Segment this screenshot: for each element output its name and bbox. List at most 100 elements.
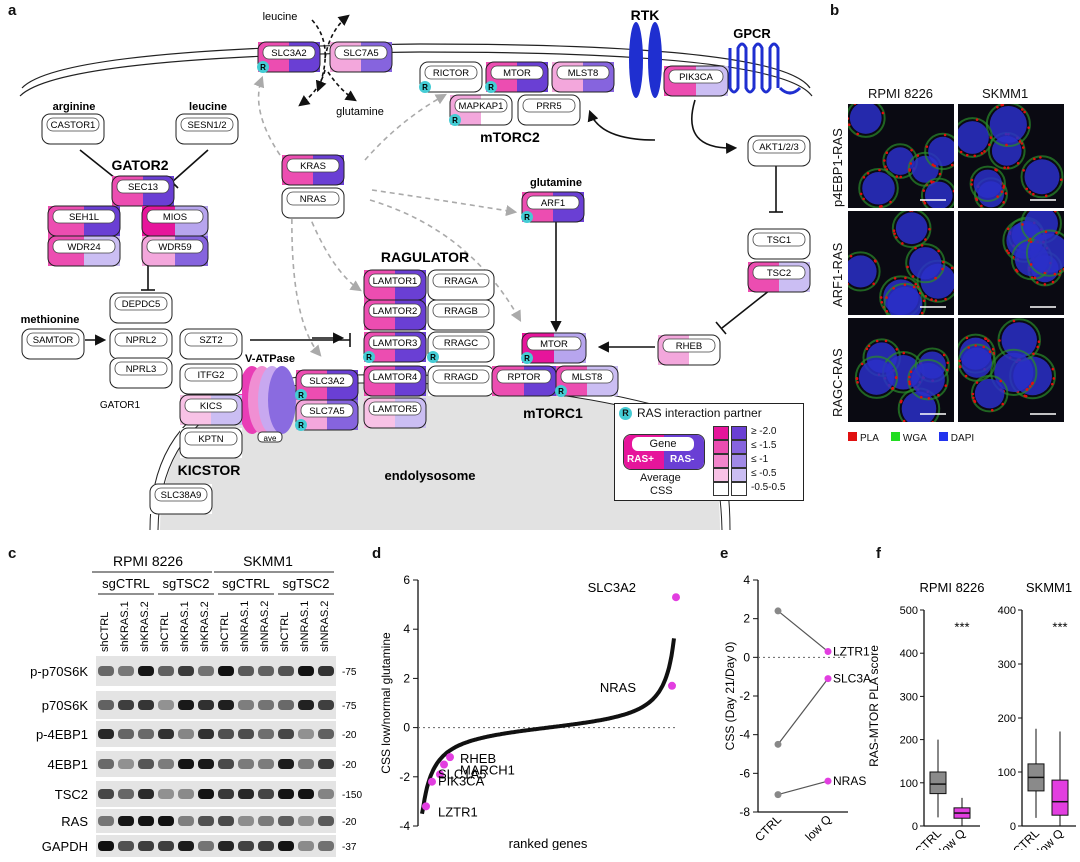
gene-box: NRAS bbox=[281, 187, 345, 219]
blot-band bbox=[178, 666, 194, 676]
blot-strip bbox=[96, 809, 336, 833]
gene-box: RRAGA bbox=[427, 269, 495, 301]
panel-letter-b: b bbox=[830, 2, 840, 19]
y-axis-label: CSS (Day 21/Day 0) bbox=[723, 642, 737, 751]
scale-label: ≥ -2.0 bbox=[751, 426, 777, 437]
pathway-label: mTORC1 bbox=[523, 405, 583, 421]
lane-label: shNRAS.1 bbox=[299, 601, 311, 652]
blot-band bbox=[98, 789, 114, 799]
gene-box: TSC2 bbox=[747, 261, 811, 293]
blot-strip bbox=[96, 656, 336, 686]
blot-band bbox=[318, 789, 334, 799]
gene-label: SLC7A5 bbox=[309, 406, 344, 417]
gene-annotation: SLC3A2 bbox=[588, 580, 636, 595]
scale-label: -0.5-0.5 bbox=[751, 482, 786, 493]
lane-label: shKRAS.1 bbox=[179, 601, 191, 652]
lane-label: shNRAS.1 bbox=[239, 601, 251, 652]
blot-band bbox=[178, 729, 194, 739]
gene-box: SLC38A9 bbox=[149, 483, 213, 515]
r-marker-icon bbox=[257, 61, 269, 73]
legend-ras-minus: RAS- bbox=[670, 454, 695, 465]
gene-box: SLC7A5 bbox=[329, 41, 393, 73]
blot-band bbox=[318, 729, 334, 739]
blot-band bbox=[218, 841, 234, 851]
gene-label: TSC2 bbox=[767, 268, 791, 279]
gene-label: KPTN bbox=[198, 434, 223, 445]
gene-label: SAMTOR bbox=[33, 335, 74, 346]
gene-box: SZT2 bbox=[179, 328, 243, 360]
gene-label: KICS bbox=[200, 401, 222, 412]
pathway-label: GATOR1 bbox=[100, 400, 141, 411]
blot-band bbox=[278, 789, 294, 799]
microscopy-image bbox=[958, 211, 1064, 315]
blot-band bbox=[238, 759, 254, 769]
gene-box: SESN1/2 bbox=[175, 113, 239, 145]
gene-annotation: NRAS bbox=[600, 680, 636, 695]
gene-label: MLST8 bbox=[568, 68, 599, 79]
gene-label: ITFG2 bbox=[198, 370, 225, 381]
blot-band bbox=[198, 700, 214, 710]
gene-box: NPRL3 bbox=[109, 357, 173, 389]
lane-label: shNRAS.2 bbox=[259, 601, 271, 652]
blot-band bbox=[178, 759, 194, 769]
svg-text:R: R bbox=[260, 63, 266, 72]
gene-label: SZT2 bbox=[199, 335, 222, 346]
highlight-point bbox=[668, 681, 676, 690]
significance-label: *** bbox=[1052, 619, 1067, 634]
blot-band bbox=[158, 666, 174, 676]
blot-strip bbox=[96, 835, 336, 857]
y-tick-label: 200 bbox=[900, 735, 918, 747]
subplot-title: RPMI 8226 bbox=[919, 580, 984, 595]
gene-box: KPTN bbox=[179, 427, 243, 459]
ctrl-point bbox=[774, 791, 782, 799]
lowq-point bbox=[824, 777, 832, 785]
blot-band bbox=[138, 700, 154, 710]
blot-band bbox=[158, 816, 174, 826]
group-label: sgCTRL bbox=[102, 576, 150, 591]
mw-label: -75 bbox=[342, 667, 357, 678]
blot-strip bbox=[96, 781, 336, 807]
pathway-label: GPCR bbox=[733, 26, 771, 41]
blot-band bbox=[138, 729, 154, 739]
gene-label: KRAS bbox=[300, 161, 326, 172]
pathway-label: glutamine bbox=[336, 106, 384, 118]
highlight-point bbox=[672, 593, 680, 602]
ctrl-point bbox=[774, 740, 782, 748]
y-tick-label: -6 bbox=[739, 766, 750, 780]
blot-band bbox=[198, 729, 214, 739]
blot-band bbox=[238, 841, 254, 851]
blot-band bbox=[258, 841, 274, 851]
gene-label: LAMTOR4 bbox=[373, 372, 418, 383]
y-tick-label: 400 bbox=[900, 648, 918, 660]
b-row-label: RAGC-RAS bbox=[830, 348, 845, 417]
blot-band bbox=[318, 700, 334, 710]
blot-band bbox=[318, 759, 334, 769]
cell-line-label: RPMI 8226 bbox=[113, 553, 183, 569]
gene-box: NPRL2 bbox=[109, 328, 173, 360]
gene-label: MLST8 bbox=[572, 372, 603, 383]
highlight-point bbox=[428, 777, 436, 786]
b-legend-item: PLA bbox=[848, 432, 879, 444]
y-tick-label: -2 bbox=[739, 689, 750, 703]
highlight-point bbox=[422, 802, 430, 811]
group-label: sgTSC2 bbox=[163, 576, 210, 591]
microscopy-image bbox=[958, 104, 1064, 208]
y-tick-label: 0 bbox=[912, 821, 918, 833]
gene-label: RRAGA bbox=[444, 276, 478, 287]
gene-label: RRAGC bbox=[444, 338, 478, 349]
svg-text:R: R bbox=[524, 213, 530, 222]
gene-label: SEH1L bbox=[69, 212, 99, 223]
blot-row-label: 4EBP1 bbox=[48, 757, 88, 772]
gene-annotation: LZTR1 bbox=[438, 804, 478, 819]
gene-box: LAMTOR1 bbox=[363, 269, 427, 301]
blot-band bbox=[158, 789, 174, 799]
box bbox=[929, 771, 947, 795]
